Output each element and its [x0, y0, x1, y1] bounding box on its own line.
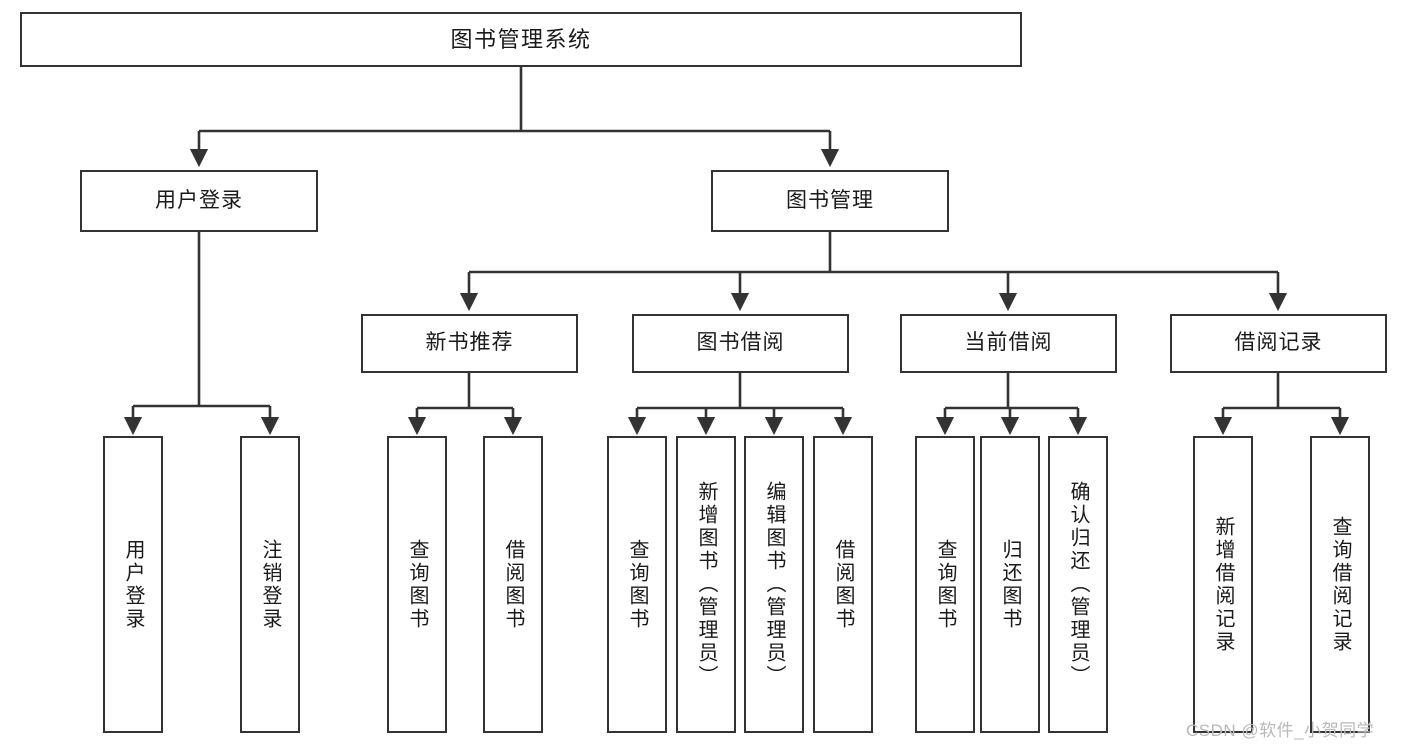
node-label: 借阅记录 — [1234, 331, 1323, 355]
node-label: 编辑图书（管理员） — [763, 481, 785, 688]
node-label: 当前借阅 — [964, 331, 1053, 355]
node-label: 图书借阅 — [696, 331, 785, 355]
leaf-add-book-admin[interactable]: 新增图书（管理员） — [676, 436, 736, 733]
node-label: 查询借阅记录 — [1329, 515, 1351, 654]
node-label: 查询图书 — [934, 538, 956, 631]
node-root-book-management-system[interactable]: 图书管理系统 — [20, 12, 1022, 67]
node-label: 查询图书 — [406, 538, 428, 631]
leaf-return-book[interactable]: 归还图书 — [980, 436, 1040, 733]
leaf-query-borrow-record[interactable]: 查询借阅记录 — [1310, 436, 1370, 733]
node-label: 查询图书 — [626, 538, 648, 631]
leaf-query-book-borrow[interactable]: 查询图书 — [607, 436, 667, 733]
node-label: 图书管理 — [786, 188, 874, 212]
leaf-confirm-return-admin[interactable]: 确认归还（管理员） — [1048, 436, 1108, 733]
node-current-borrow[interactable]: 当前借阅 — [900, 314, 1117, 373]
leaf-query-book-recommend[interactable]: 查询图书 — [387, 436, 447, 733]
node-label: 确认归还（管理员） — [1067, 481, 1089, 688]
node-label: 新书推荐 — [425, 331, 514, 355]
csdn-watermark: CSDN @软件_小贺同学 — [1186, 721, 1375, 740]
leaf-edit-book-admin[interactable]: 编辑图书（管理员） — [744, 436, 804, 733]
node-label: 新增图书（管理员） — [695, 481, 717, 688]
leaf-borrow-book-recommend[interactable]: 借阅图书 — [483, 436, 543, 733]
node-label: 借阅图书 — [502, 538, 524, 631]
node-book-borrow[interactable]: 图书借阅 — [632, 314, 849, 373]
node-label: 注销登录 — [259, 538, 281, 631]
leaf-add-borrow-record[interactable]: 新增借阅记录 — [1193, 436, 1253, 733]
node-book-manage[interactable]: 图书管理 — [711, 170, 949, 232]
leaf-borrow-book[interactable]: 借阅图书 — [813, 436, 873, 733]
node-user-login[interactable]: 用户登录 — [80, 170, 318, 232]
node-label: 新增借阅记录 — [1212, 515, 1234, 654]
node-new-book-recommend[interactable]: 新书推荐 — [361, 314, 578, 373]
leaf-query-book-current[interactable]: 查询图书 — [915, 436, 975, 733]
node-label: 借阅图书 — [832, 538, 854, 631]
leaf-user-login[interactable]: 用户登录 — [103, 436, 163, 733]
leaf-logout-login[interactable]: 注销登录 — [240, 436, 300, 733]
node-label: 图书管理系统 — [450, 26, 592, 52]
node-label: 归还图书 — [999, 538, 1021, 631]
node-label: 用户登录 — [122, 538, 144, 631]
node-borrow-record[interactable]: 借阅记录 — [1170, 314, 1387, 373]
node-label: 用户登录 — [155, 188, 243, 212]
